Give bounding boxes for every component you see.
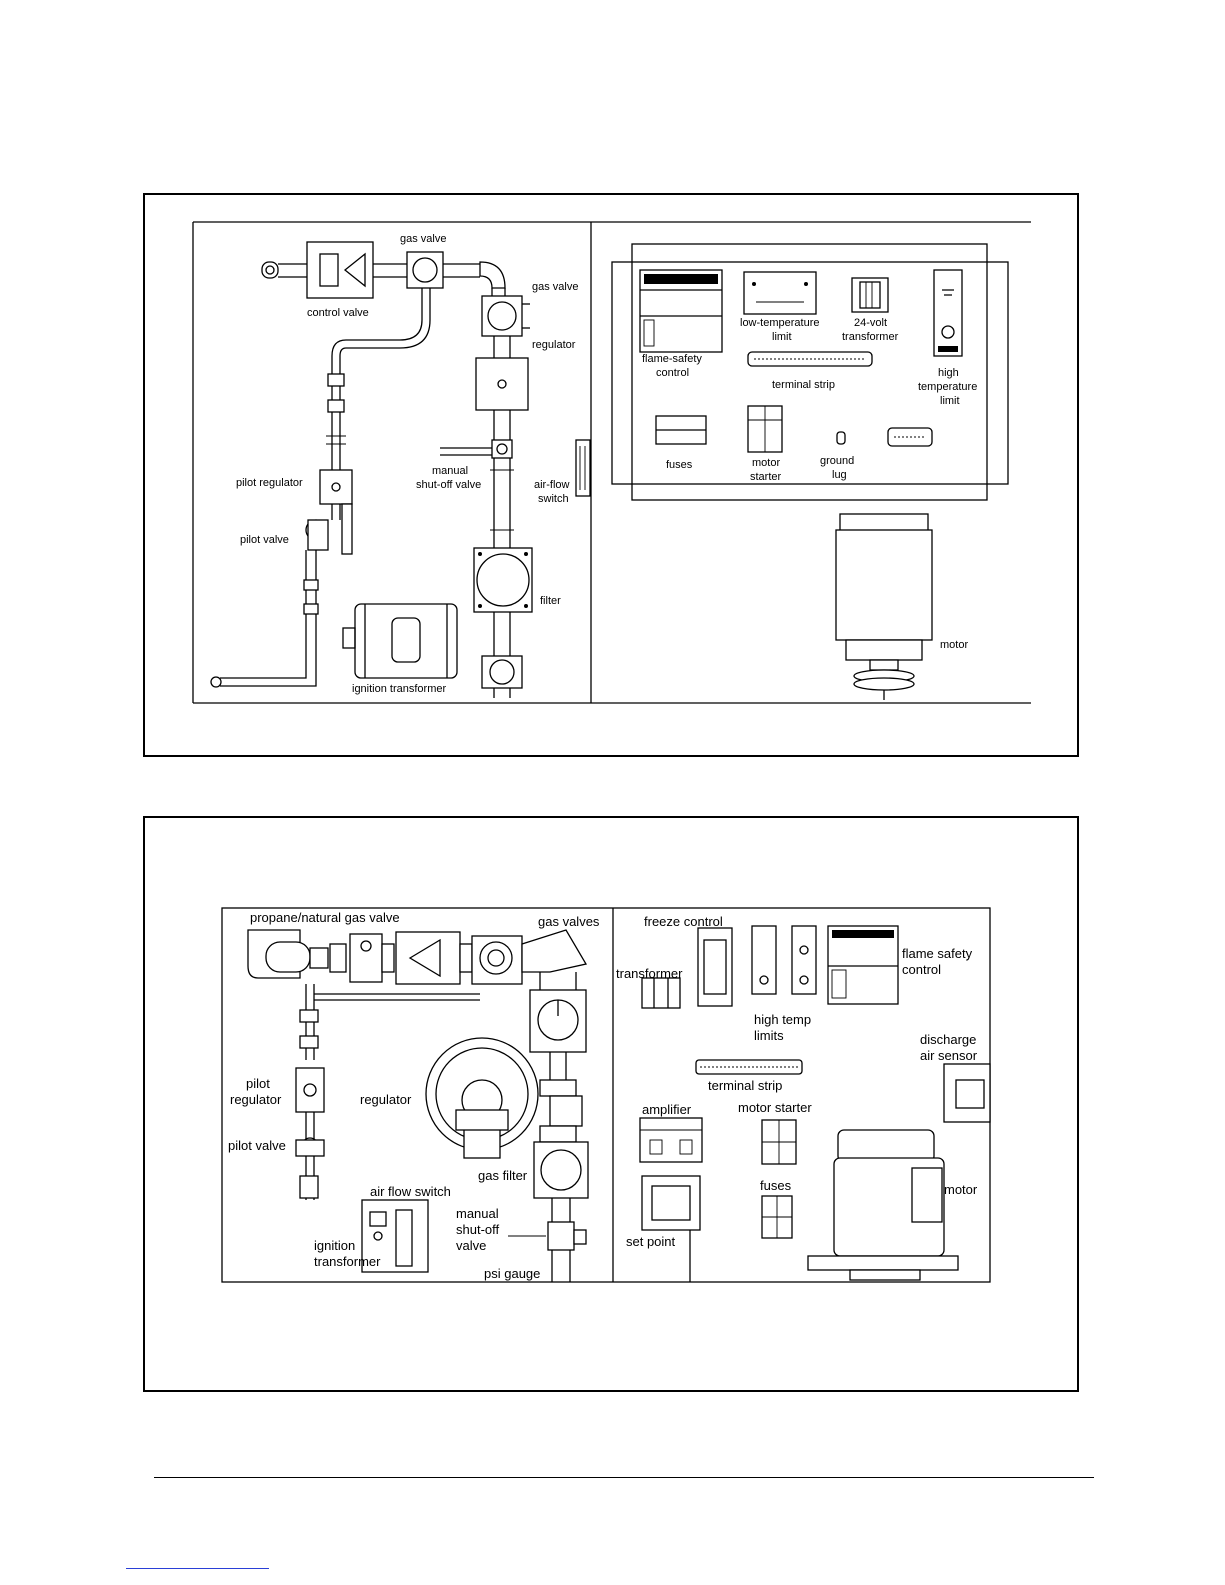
label-pilot-regulator: pilot regulator	[236, 477, 303, 489]
label-regulator: regulator	[532, 339, 576, 351]
label-motor-starter-2: starter	[750, 471, 782, 483]
label-fuses: fuses	[666, 459, 693, 471]
label-manual-shutoff-1: manual	[432, 465, 468, 477]
label-low-temp-1: low-temperature	[740, 317, 819, 329]
gas-train-piping	[210, 241, 591, 698]
label-filter: filter	[540, 595, 561, 607]
figure-frame-1	[143, 193, 1079, 757]
footer-rule	[154, 1477, 1094, 1478]
motor-1	[835, 513, 933, 700]
label-gas-valve-right: gas valve	[532, 281, 578, 293]
label-pilot-valve: pilot valve	[240, 534, 289, 546]
label-24-volt-1: 24-volt	[854, 317, 887, 329]
label-flame-safety-2: control	[656, 367, 689, 379]
diagram-1-panel-outline	[192, 221, 1031, 704]
label-air-flow-1: air-flow	[534, 479, 570, 491]
label-ground-lug-2: lug	[832, 469, 847, 481]
label-air-flow-2: switch	[538, 493, 569, 505]
label-low-temp-2: limit	[772, 331, 792, 343]
label-control-valve: control valve	[307, 307, 369, 319]
label-ground-lug-1: ground	[820, 455, 854, 467]
label-manual-shutoff-2: shut-off valve	[416, 479, 481, 491]
label-high-temp-2: temperature	[918, 381, 977, 393]
label-terminal-strip: terminal strip	[772, 379, 835, 391]
label-gas-valve-top: gas valve	[400, 233, 446, 245]
label-flame-safety-1: flame-safety	[642, 353, 702, 365]
label-high-temp-1: high	[938, 367, 959, 379]
footer-link-underline[interactable]	[126, 1568, 269, 1569]
diagram-1-gas-burner-control: gas valve control valve gas valve regula…	[192, 221, 1031, 704]
label-ignition-transformer: ignition transformer	[352, 683, 446, 695]
label-24-volt-2: transformer	[842, 331, 899, 343]
diagram-1-labels: gas valve control valve gas valve regula…	[236, 233, 977, 695]
electrical-panel-1	[611, 243, 1009, 501]
label-high-temp-3: limit	[940, 395, 960, 407]
figure-frame-2	[143, 816, 1079, 1392]
label-motor-starter-1: motor	[752, 457, 780, 469]
label-motor: motor	[940, 639, 968, 651]
